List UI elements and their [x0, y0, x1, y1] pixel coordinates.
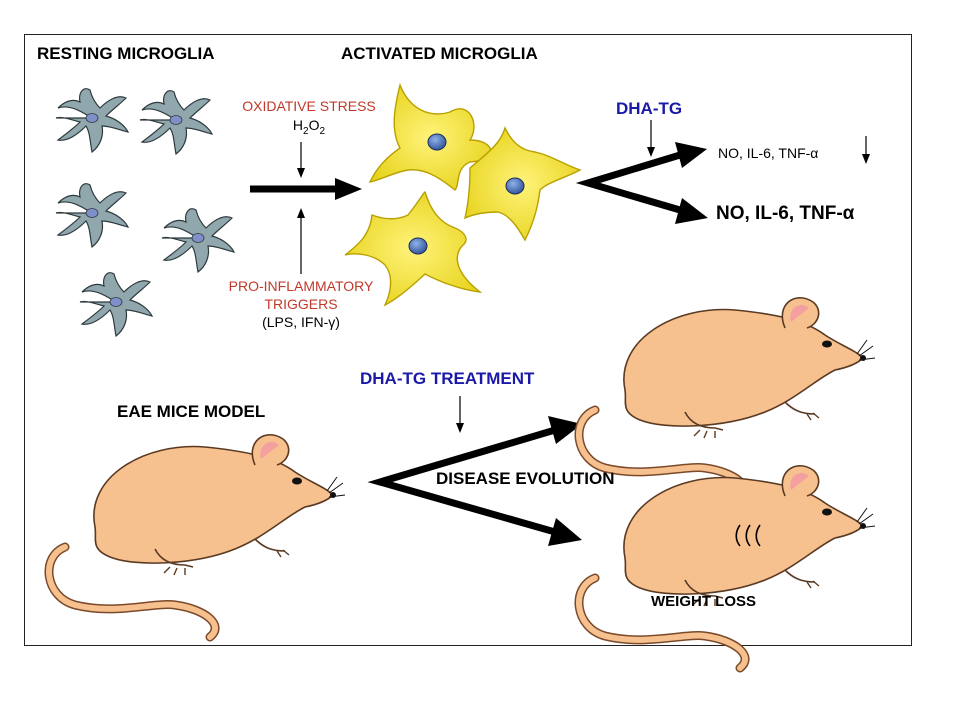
- oxidative-stress-arrow: [297, 142, 305, 178]
- activation-arrow: [250, 178, 362, 200]
- pro-inflammatory-label: PRO-INFLAMMATORY: [228, 278, 374, 294]
- activated-nucleus-1: [427, 133, 447, 151]
- activated-nucleus-2: [505, 177, 525, 195]
- weight-loss-label: WEIGHT LOSS: [651, 593, 756, 610]
- h2o2-label: H2O2: [292, 117, 326, 137]
- eae-model-label: EAE MICE MODEL: [117, 402, 266, 421]
- rib-lines-icon: [735, 524, 761, 547]
- resting-cell-2: [139, 90, 213, 155]
- reduced-markers-label: NO, IL-6, TNF-α: [718, 145, 819, 161]
- activated-nucleus-3: [408, 237, 428, 255]
- resting-microglia-label: RESTING MICROGLIA: [37, 44, 215, 63]
- eae-mouse: [49, 435, 345, 637]
- resting-cell-1: [55, 88, 129, 153]
- markers-label: NO, IL-6, TNF-α: [716, 203, 855, 224]
- triggers-label: TRIGGERS: [264, 296, 338, 312]
- dha-tg-arrow: [647, 120, 655, 157]
- cytokine-branch-arrows: [575, 142, 708, 224]
- disease-evolution-label: DISEASE EVOLUTION: [436, 469, 615, 488]
- treated-mouse: [579, 298, 875, 500]
- lps-ifn-label: (LPS, IFN-γ): [262, 314, 340, 330]
- decrease-arrow-icon: [862, 136, 870, 164]
- treatment-arrow: [456, 396, 464, 433]
- dha-tg-label: DHA-TG: [616, 99, 683, 118]
- weight-loss-mouse: [579, 466, 875, 668]
- activated-microglia-label: ACTIVATED MICROGLIA: [341, 44, 538, 63]
- resting-cell-5: [79, 272, 153, 337]
- dha-tg-treatment-label: DHA-TG TREATMENT: [360, 369, 535, 388]
- resting-cell-4: [161, 208, 235, 273]
- pro-inflammatory-arrow: [297, 208, 305, 274]
- figure-frame: [24, 34, 912, 646]
- mouse-branch-arrows: [367, 416, 582, 546]
- oxidative-stress-label: OXIDATIVE STRESS: [242, 98, 376, 114]
- resting-cell-3: [55, 183, 129, 248]
